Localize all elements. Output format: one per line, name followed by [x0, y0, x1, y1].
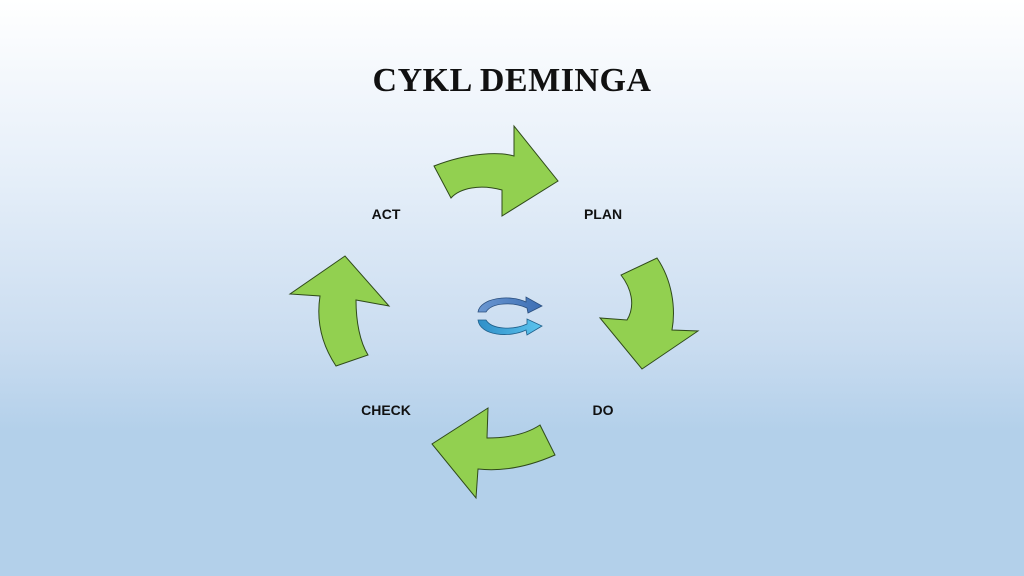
stage-label-do: DO: [592, 402, 614, 418]
stage-label-check: CHECK: [361, 402, 411, 418]
refresh-cycle-icon: [477, 296, 543, 336]
arrow-plan-to-do: [598, 257, 700, 370]
stage-label-plan: PLAN: [583, 206, 623, 222]
arrow-act-to-plan: [433, 124, 559, 217]
arrow-check-to-act: [288, 255, 391, 367]
stage-label-act: ACT: [371, 206, 401, 222]
page-title: CYKL DEMINGA: [372, 62, 652, 99]
arrow-do-to-check: [431, 407, 556, 500]
